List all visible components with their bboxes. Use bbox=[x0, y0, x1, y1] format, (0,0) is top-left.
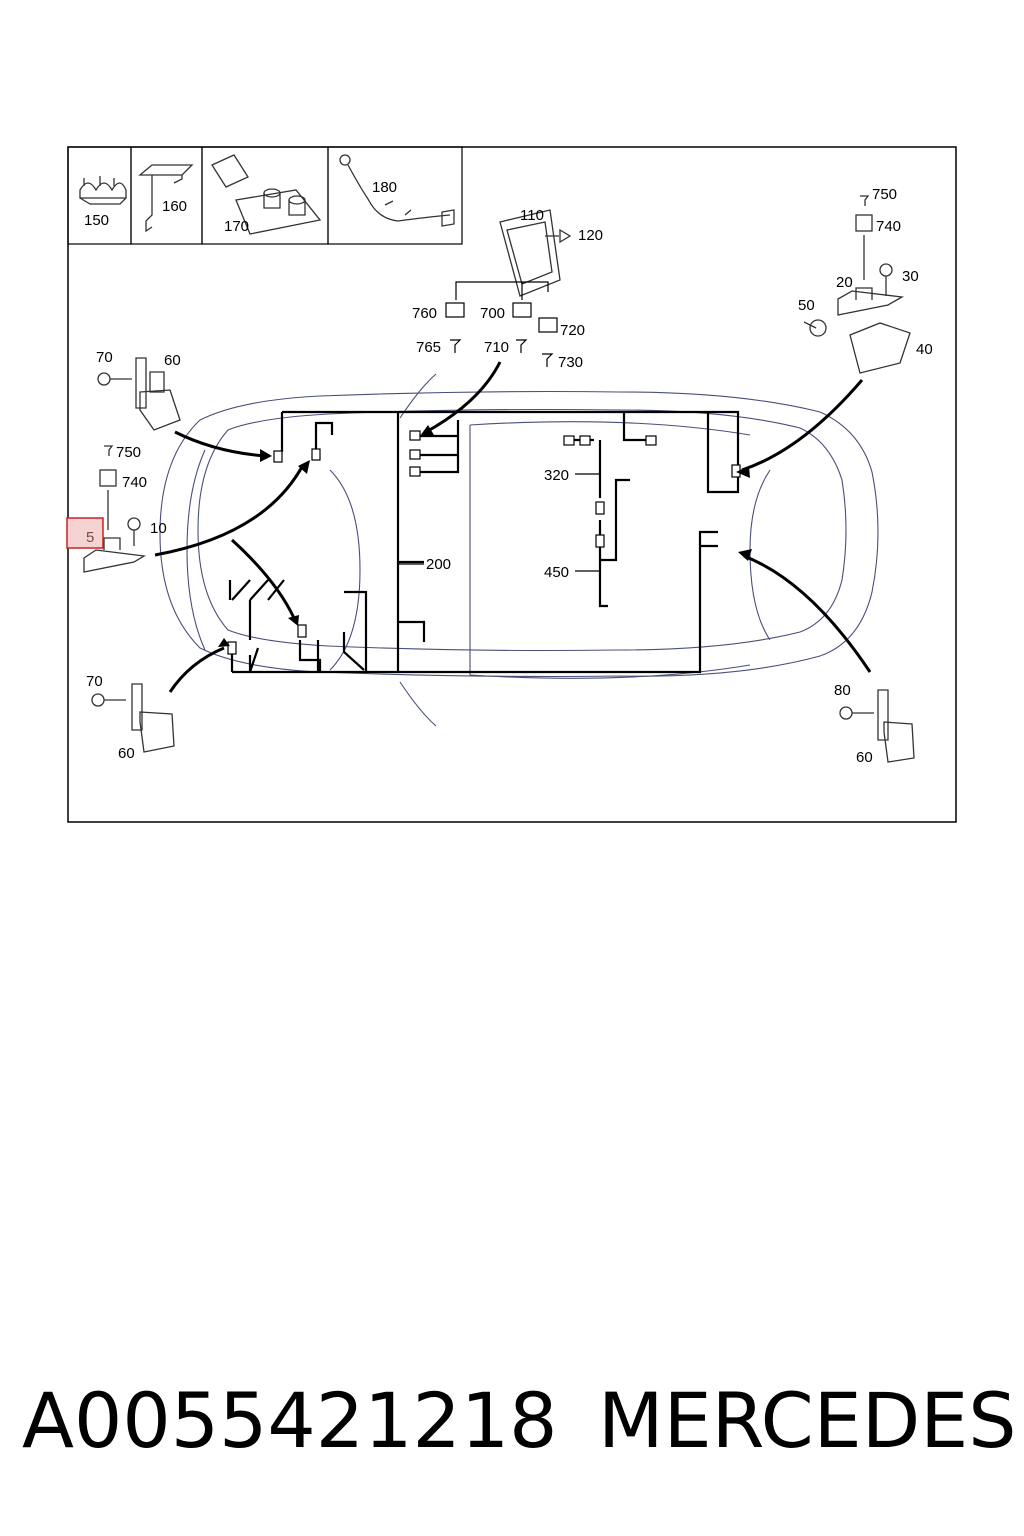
label-60-right: 60 bbox=[856, 749, 873, 766]
label-720: 720 bbox=[560, 322, 585, 339]
sensor-60-lower-icon bbox=[91, 683, 175, 753]
diagram-frame bbox=[67, 146, 957, 823]
label-20: 20 bbox=[836, 274, 853, 291]
label-30: 30 bbox=[902, 268, 919, 285]
inset-boxes bbox=[67, 146, 463, 245]
grommet-170-icon bbox=[211, 154, 322, 235]
label-170: 170 bbox=[224, 218, 249, 235]
label-60-upper: 60 bbox=[164, 352, 181, 369]
highlight-box-5 bbox=[66, 517, 104, 549]
label-200: 200 bbox=[426, 556, 451, 573]
label-5: 5 bbox=[86, 529, 94, 546]
harness-connectors bbox=[227, 430, 741, 655]
arrow-heads bbox=[218, 425, 752, 647]
sensor-20-icon bbox=[803, 195, 911, 374]
label-710: 710 bbox=[484, 339, 509, 356]
control-unit-110-icon bbox=[499, 209, 572, 297]
label-50: 50 bbox=[798, 297, 815, 314]
pointer-arrows bbox=[154, 361, 872, 693]
label-180: 180 bbox=[372, 179, 397, 196]
brand-name: MERCEDES bbox=[598, 1376, 1017, 1465]
label-320: 320 bbox=[544, 467, 569, 484]
label-750-left: 750 bbox=[116, 444, 141, 461]
parts-diagram: 150 160 170 180 110 120 760 765 700 710 … bbox=[66, 146, 957, 823]
label-740-left: 740 bbox=[122, 474, 147, 491]
ecu-connector-lines bbox=[445, 281, 558, 367]
label-120: 120 bbox=[578, 227, 603, 244]
caption: A0055421218 MERCEDES bbox=[0, 1366, 1024, 1476]
leader-lines bbox=[398, 473, 600, 572]
car-outline bbox=[159, 373, 879, 727]
clip-150-icon bbox=[79, 176, 127, 205]
cable-180-icon bbox=[339, 154, 455, 227]
bracket-160-icon bbox=[138, 164, 194, 233]
label-60-lower: 60 bbox=[118, 745, 135, 762]
label-730: 730 bbox=[558, 354, 583, 371]
label-700: 700 bbox=[480, 305, 505, 322]
label-760: 760 bbox=[412, 305, 437, 322]
label-450: 450 bbox=[544, 564, 569, 581]
label-150: 150 bbox=[84, 212, 109, 229]
part-labels: 150 160 170 180 110 120 760 765 700 710 … bbox=[84, 179, 933, 766]
label-740-right: 740 bbox=[876, 218, 901, 235]
sensor-60-right-icon bbox=[839, 689, 915, 763]
sensor-5-icon bbox=[83, 445, 146, 573]
label-70-upper: 70 bbox=[96, 349, 113, 366]
label-70-lower: 70 bbox=[86, 673, 103, 690]
label-10: 10 bbox=[150, 520, 167, 537]
sensor-60-upper-icon bbox=[97, 357, 181, 431]
label-765: 765 bbox=[416, 339, 441, 356]
label-110: 110 bbox=[520, 207, 544, 224]
wiring-harness bbox=[228, 410, 740, 674]
label-750-right: 750 bbox=[872, 186, 897, 203]
label-40: 40 bbox=[916, 341, 933, 358]
label-160: 160 bbox=[162, 198, 187, 215]
label-80: 80 bbox=[834, 682, 851, 699]
part-number: A0055421218 bbox=[22, 1376, 558, 1465]
